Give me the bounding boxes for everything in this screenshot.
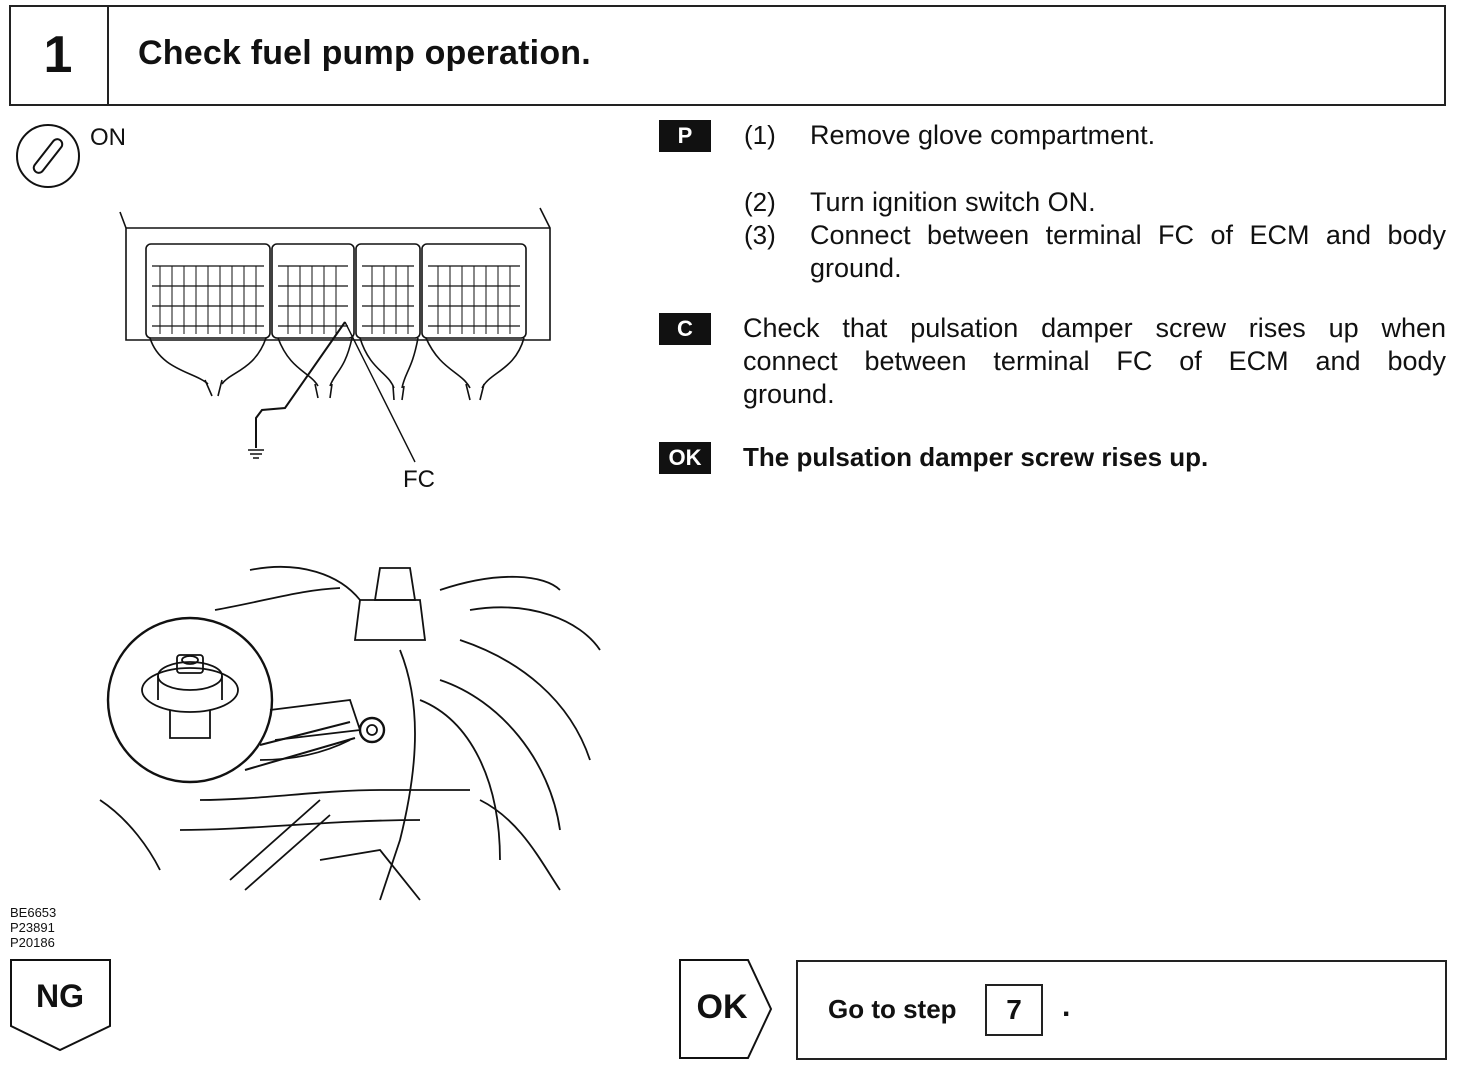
ok-result-shape [679,959,773,1059]
figure-code-3: P20186 [10,935,55,950]
ng-label: NG [36,978,84,1014]
step-1-text: Remove glove compartment. [810,120,1156,150]
check-text-line-2: connect between terminal FC of ECM and b… [743,346,1446,376]
go-to-step-number[interactable]: 7 [985,984,1043,1036]
ecm-connector-drawing [119,207,551,463]
go-to-step-box [796,960,1447,1060]
step-3-text-line-1: Connect between terminal FC of ECM and b… [810,220,1446,250]
pulsation-damper-drawing [99,566,601,901]
check-badge: C [659,313,711,345]
step-3-text-line-2: ground. [810,253,902,283]
procedure-badge: P [659,120,711,152]
figure-code-2: P23891 [10,920,55,935]
step-1-number: (1) [744,120,776,150]
ok-label: OK [696,988,748,1026]
go-to-step-suffix: . [1062,990,1071,1023]
go-to-step-text: Go to step [828,994,957,1024]
ok-criteria-text: The pulsation damper screw rises up. [743,442,1209,472]
ng-result-shape [10,959,111,1052]
ignition-switch-icon [16,124,80,188]
figure-code-1: BE6653 [10,905,56,920]
step-2-text: Turn ignition switch ON. [810,187,1096,217]
step-title: Check fuel pump operation. [138,34,591,72]
ignition-on-label: ON [90,124,126,151]
check-text-line-1: Check that pulsation damper screw rises … [743,313,1446,343]
ok-criteria-badge: OK [659,442,711,474]
step-3-number: (3) [744,220,776,250]
terminal-fc-label: FC [403,466,435,493]
step-number: 1 [9,5,109,106]
step-header-box [9,5,1446,106]
check-text-line-3: ground. [743,379,835,409]
step-2-number: (2) [744,187,776,217]
ecm-and-engine-illustration: ON [10,124,601,950]
